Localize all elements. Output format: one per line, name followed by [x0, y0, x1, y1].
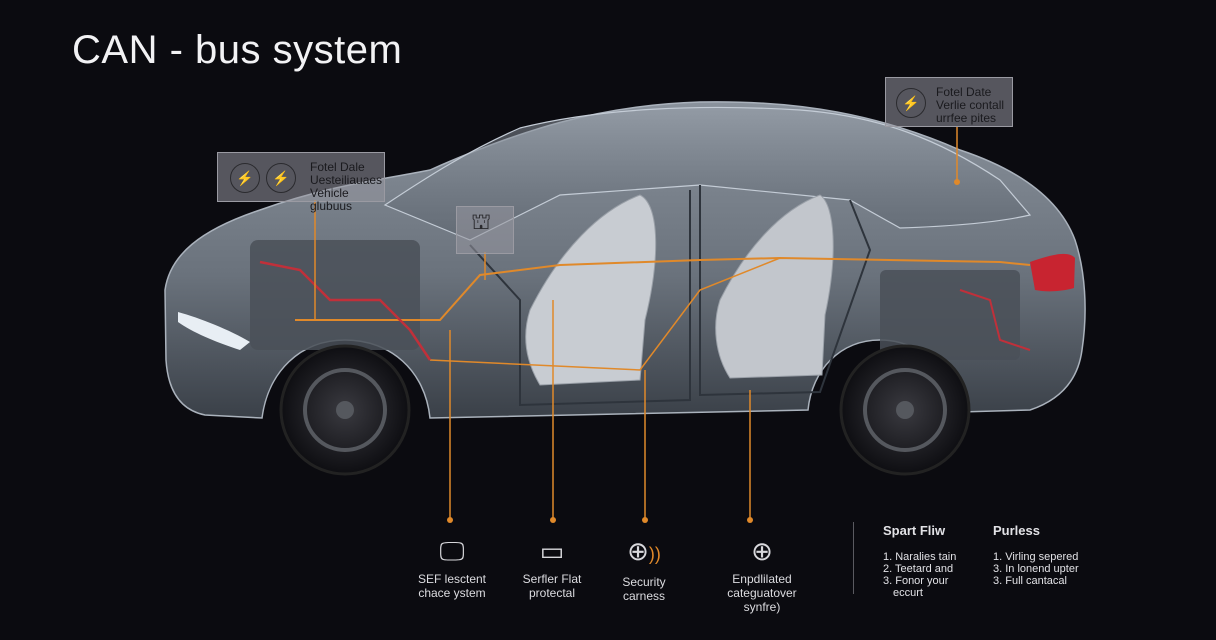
legend-column-2: Purless 1. Virling sepered 3. In lonend …	[993, 523, 1103, 587]
callout-right-line1: Fotel Date	[936, 85, 992, 99]
legend-item: eccurt	[893, 587, 923, 599]
bottom-item-1: 🖵 SEF lesctent chace ystem	[412, 536, 492, 600]
bolt-icon: ⚡	[230, 163, 260, 193]
legend-item: 3. In lonend upter	[993, 563, 1079, 575]
callout-left-line2: Uesteiliauaes	[310, 173, 383, 187]
bottom-item-4-label3: synfre)	[743, 600, 781, 614]
page-title: CAN - bus system	[72, 28, 403, 72]
callout-right: ⚡ Fotel Date Verlie contall urrfee pites	[885, 77, 1013, 127]
legend-item: 3. Fonor your	[883, 575, 949, 587]
legend-item: 1. Virling sepered	[993, 551, 1079, 563]
rear-wheel	[839, 344, 971, 476]
can-bus-line-lower	[429, 257, 781, 371]
car-glass	[383, 106, 1032, 241]
front-seat	[525, 194, 657, 386]
globe-signal-icon: ⊕))	[627, 536, 661, 566]
bottom-item-4: ⊕ Enpdlilated categuatover synfre)	[712, 536, 812, 614]
bottom-item-4-label2: categuatover	[727, 586, 797, 600]
rear-module	[880, 270, 1020, 360]
front-wheel	[279, 344, 411, 476]
bottom-item-1-label2: chace ystem	[418, 586, 486, 600]
bolt-icon: ⚡	[266, 163, 296, 193]
globe-plug-icon: ⊕	[751, 536, 773, 566]
legend-item: 1. Naralies tain	[883, 551, 957, 563]
bottom-item-2-label1: Serfler Flat	[522, 572, 582, 586]
callout-left: ⚡ ⚡ Fotel Dale Uesteiliauaes Vehicle glu…	[217, 152, 385, 213]
display-icon: ▭	[539, 536, 565, 566]
headlight	[178, 312, 250, 350]
legend-divider	[853, 522, 854, 594]
legend-column-2-heading: Purless	[993, 523, 1040, 538]
engine-block	[250, 240, 420, 350]
bottom-item-2: ▭ Serfler Flat protectal	[512, 536, 592, 600]
can-bus-line-red	[259, 260, 432, 361]
bolt-icon: ⚡	[896, 88, 926, 118]
bottom-item-3-label2: carness	[622, 589, 666, 603]
network-node-icon: ⛫	[471, 209, 492, 234]
callout-right-line3: urrfee pites	[936, 111, 997, 125]
can-bus-line-rear-red	[959, 289, 1031, 351]
callout-center: ⛫	[456, 206, 514, 254]
bottom-item-3: ⊕)) Security carness	[604, 536, 684, 603]
bottom-item-3-label1: Security	[622, 575, 666, 589]
front-door-line	[469, 190, 691, 407]
bottom-item-4-label1: Enpdlilated	[732, 572, 792, 586]
callout-right-line2: Verlie contall	[936, 98, 1005, 112]
legend-column-1: Spart Fliw 1. Naralies tain 2. Teetard a…	[883, 523, 983, 599]
callout-left-line1: Fotel Dale	[310, 160, 365, 174]
legend-item: 3. Full cantacal	[993, 575, 1067, 587]
rear-door-line	[699, 185, 872, 397]
bottom-item-2-label2: protectal	[528, 586, 576, 600]
rear-seat	[715, 194, 834, 379]
taillight	[1030, 253, 1075, 292]
legend-item: 2. Teetard and	[883, 563, 954, 575]
monitor-icon: 🖵	[439, 536, 465, 566]
bottom-item-1-label1: SEF lesctent	[417, 572, 487, 586]
callout-left-line3: Vehicle glubuus	[310, 186, 353, 213]
can-bus-line-main	[295, 256, 1031, 321]
legend-column-1-heading: Spart Fliw	[883, 523, 946, 538]
